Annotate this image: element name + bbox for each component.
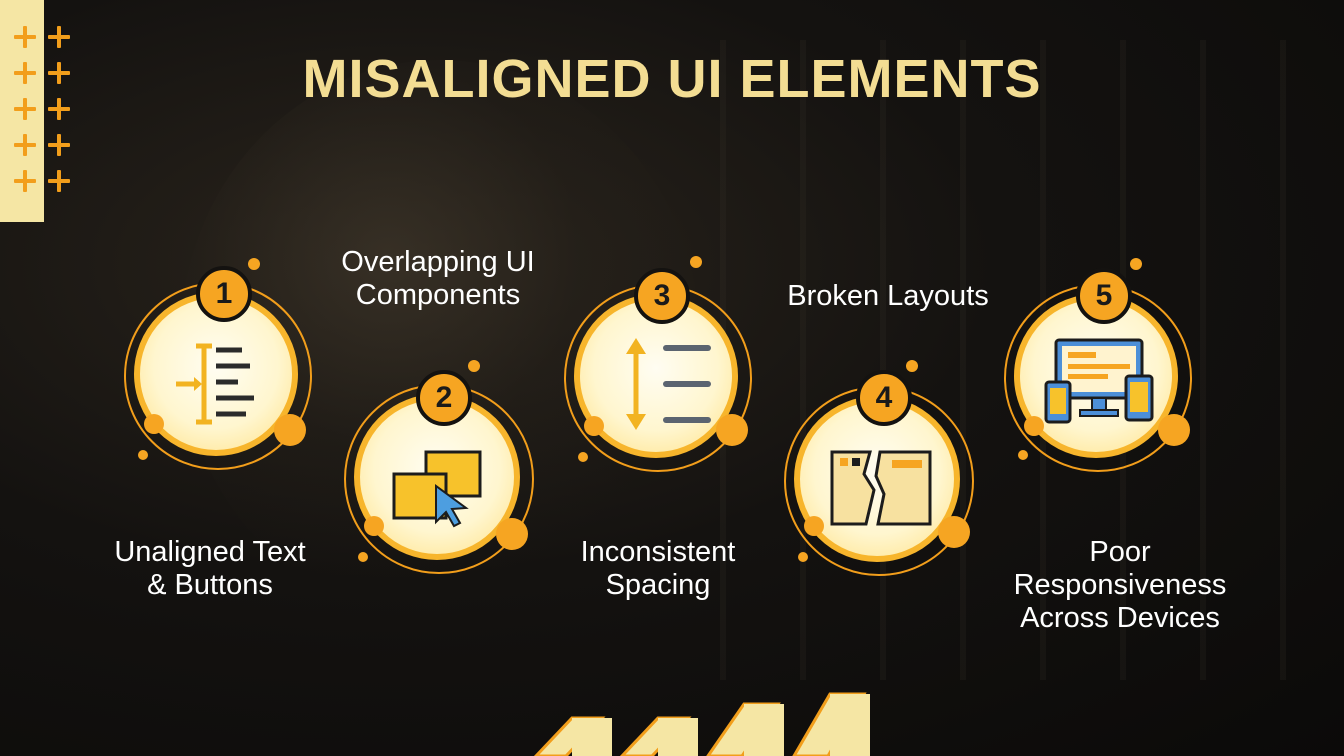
step-5-label-line1: Poor (1089, 536, 1151, 568)
step-3-label-line1: Inconsistent (580, 536, 736, 568)
plus-icon (48, 62, 70, 84)
step-3-badge: 3 (634, 268, 690, 324)
plus-pattern (14, 26, 82, 206)
step-1-label-line2: & Buttons (147, 569, 273, 601)
step-5-badge: 5 (1076, 268, 1132, 324)
alignment-lines-icon (176, 343, 254, 425)
step-3-label-line2: Spacing (605, 569, 711, 601)
multi-device-icon (1044, 338, 1154, 424)
vertical-spacing-arrows-icon (626, 338, 711, 430)
decorative-dot (1158, 414, 1190, 446)
decorative-dot (690, 256, 702, 268)
step-3-label: Inconsistent Spacing (518, 536, 798, 602)
decorative-dot (578, 452, 588, 462)
decorative-dot (804, 516, 824, 536)
decorative-dot (584, 416, 604, 436)
plus-icon (48, 26, 70, 48)
plus-icon (14, 170, 36, 192)
step-4-label: Broken Layouts (748, 280, 1028, 313)
step-2-label-line2: Components (355, 279, 521, 311)
decorative-dot (938, 516, 970, 548)
decorative-dot (144, 414, 164, 434)
decorative-dot (1130, 258, 1142, 270)
step-1-badge: 1 (196, 266, 252, 322)
decorative-dot (248, 258, 260, 270)
step-5-label-line3: Across Devices (1020, 602, 1220, 634)
broken-window-icon (830, 450, 932, 526)
plus-icon (14, 26, 36, 48)
decorative-dot (468, 360, 480, 372)
decorative-dot (906, 360, 918, 372)
decorative-dot (496, 518, 528, 550)
plus-icon (48, 134, 70, 156)
page-title: MISALIGNED UI ELEMENTS (302, 49, 1042, 109)
plus-icon (14, 62, 36, 84)
decorative-dot (364, 516, 384, 536)
plus-icon (14, 98, 36, 120)
decorative-dot (798, 552, 808, 562)
decorative-dot (138, 450, 148, 460)
step-5-label: Poor Responsiveness Across Devices (980, 536, 1260, 635)
decorative-dot (1018, 450, 1028, 460)
decorative-dot (716, 414, 748, 446)
decorative-dot (274, 414, 306, 446)
step-5-label-line2: Responsiveness (1013, 569, 1227, 601)
step-4-label-line1: Broken Layouts (787, 280, 989, 312)
overlapping-windows-cursor-icon (392, 450, 482, 528)
plus-icon (48, 98, 70, 120)
plus-icon (14, 134, 36, 156)
step-1-label-line1: Unaligned Text (114, 536, 306, 568)
decorative-dot (358, 552, 368, 562)
step-2-badge: 2 (416, 370, 472, 426)
step-4-badge: 4 (856, 370, 912, 426)
step-2-label: Overlapping UI Components (298, 246, 578, 312)
bottom-chevrons-decoration (533, 692, 870, 756)
step-2-label-line1: Overlapping UI (341, 246, 535, 278)
plus-icon (48, 170, 70, 192)
step-1-label: Unaligned Text & Buttons (70, 536, 350, 602)
decorative-dot (1024, 416, 1044, 436)
